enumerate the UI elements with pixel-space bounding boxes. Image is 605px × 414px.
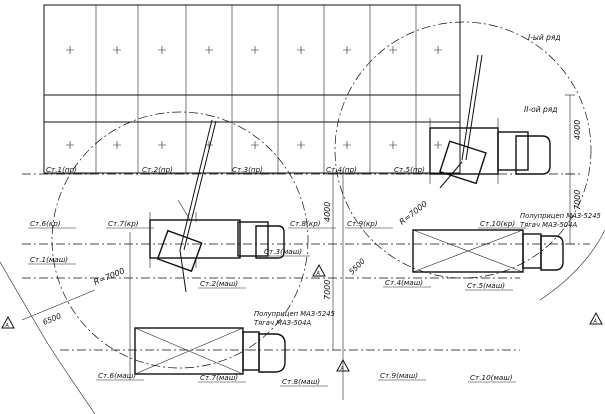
- crane-left: [149, 119, 285, 293]
- vehicle-right-line2: Тягач МАЗ-504А: [520, 221, 577, 229]
- stand-label: Ст.7(маш): [200, 373, 238, 382]
- svg-text:А: А: [340, 366, 345, 372]
- dim-7000-mid: 7000: [323, 280, 332, 300]
- axis-markers: А А А А: [1, 263, 603, 372]
- stand-label: Ст.4(пр): [326, 165, 357, 174]
- svg-text:А: А: [5, 323, 10, 329]
- grid-cross-mark: [66, 141, 74, 149]
- row-label-2: II-ой ряд: [524, 105, 557, 114]
- grid-cross-mark: [389, 46, 397, 54]
- vehicle-right-line1: Полуприцеп МАЗ-5245: [520, 212, 601, 220]
- stand-labels: Ст.1(пр) Ст.2(пр) Ст.3(пр) Ст.4(пр) Ст.5(пр)…: [28, 165, 526, 387]
- stand-label: Ст.2(пр): [142, 165, 173, 174]
- stand-label: Ст.8(маш): [282, 377, 320, 386]
- storage-grid: [43, 4, 461, 174]
- vehicle-right: [412, 229, 564, 273]
- stand-label: Ст.9(маш): [380, 371, 418, 380]
- stand-label: Ст.1(пр): [46, 165, 77, 174]
- axis-marker: А: [589, 311, 603, 325]
- stand-label: Ст.9(кр): [347, 219, 378, 228]
- axis-marker: А: [312, 263, 326, 277]
- dim-4000-mid: 4000: [323, 202, 332, 222]
- crane-right: [429, 54, 551, 189]
- grid-cross-mark: [297, 46, 305, 54]
- grid-cross-mark: [66, 46, 74, 54]
- radius-label-left: R=7000: [92, 266, 126, 287]
- vehicle-bottom-line1: Полуприцеп МАЗ-5245: [254, 310, 335, 318]
- stand-label: Ст.10(кр): [480, 219, 515, 228]
- grid-cross-mark: [205, 46, 213, 54]
- grid-cross-mark: [251, 141, 259, 149]
- stand-label: Ст.5(маш): [467, 281, 505, 290]
- dimension-lines: [21, 94, 575, 350]
- stand-label: Ст.8(кр): [290, 219, 321, 228]
- radius-label-right: R=7000: [398, 199, 429, 226]
- svg-text:А: А: [593, 319, 598, 325]
- grid-cross-mark: [389, 141, 397, 149]
- dim-4000-top: 4000: [573, 120, 582, 140]
- axis-marker: А: [1, 315, 15, 329]
- dim-5500: 5500: [347, 256, 367, 276]
- vehicle-bottom-line2: Тягач МАЗ-504А: [254, 319, 311, 327]
- grid-cross-mark: [434, 141, 442, 149]
- grid-cross-mark: [158, 46, 166, 54]
- stand-label: Ст.3(пр): [232, 165, 263, 174]
- grid-cross-mark: [434, 46, 442, 54]
- row-label-1: I-ый ряд: [528, 33, 561, 42]
- stand-label: Ст.3(маш): [264, 247, 302, 256]
- grid-cross-mark: [113, 46, 121, 54]
- stand-label: Ст.6(маш): [98, 371, 136, 380]
- stand-label: Ст.7(кр): [108, 219, 139, 228]
- dim-6500: 6500: [41, 311, 62, 327]
- stand-label: Ст.1(маш): [30, 255, 68, 264]
- grid-cross-mark: [297, 141, 305, 149]
- grid-cross-mark: [158, 141, 166, 149]
- axis-marker: А: [336, 358, 350, 372]
- stand-label: Ст.6(кр): [30, 219, 61, 228]
- svg-text:А: А: [316, 271, 321, 277]
- grid-cross-mark: [343, 46, 351, 54]
- stand-label: Ст.2(маш): [200, 279, 238, 288]
- vehicle-bottom: [134, 327, 286, 375]
- stand-label: Ст.4(маш): [385, 278, 423, 287]
- crane-swing-arcs: [0, 21, 605, 414]
- dim-7000-right: 7000: [573, 190, 582, 210]
- stand-label: Ст.5(пр): [394, 165, 425, 174]
- grid-cross-mark: [113, 141, 121, 149]
- stand-label: Ст.10(маш): [470, 373, 513, 382]
- grid-cross-mark: [343, 141, 351, 149]
- grid-cross-mark: [251, 46, 259, 54]
